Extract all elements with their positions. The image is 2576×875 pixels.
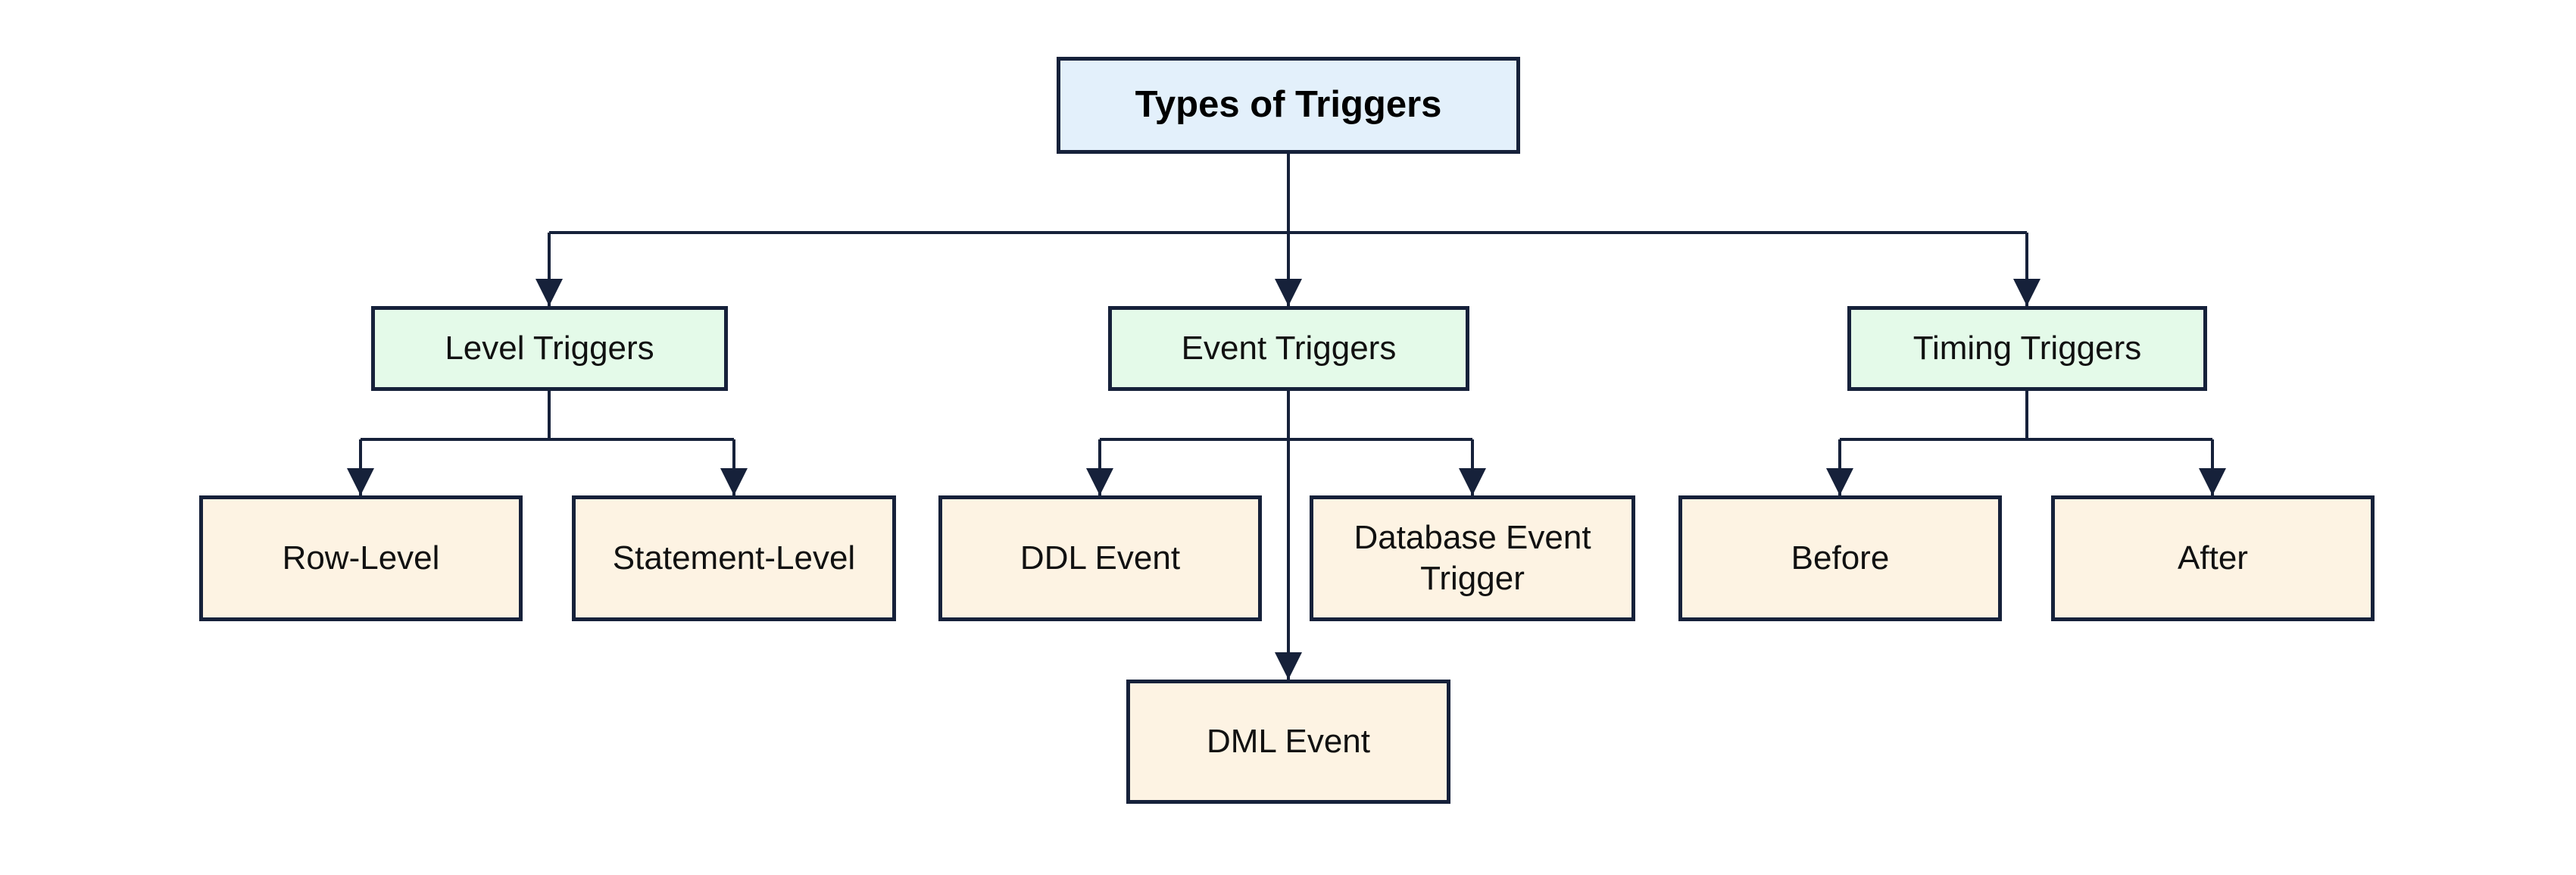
node-statement-level-label: Statement-Level bbox=[612, 539, 856, 577]
node-row-level: Row-Level bbox=[199, 495, 523, 621]
node-row-level-label: Row-Level bbox=[282, 539, 440, 577]
node-before: Before bbox=[1678, 495, 2002, 621]
node-ddl-event: DDL Event bbox=[938, 495, 1262, 621]
node-dml-event-label: DML Event bbox=[1206, 723, 1370, 761]
node-level-triggers: Level Triggers bbox=[371, 306, 728, 391]
node-before-label: Before bbox=[1791, 539, 1890, 577]
node-database-event-trigger: Database Event Trigger bbox=[1310, 495, 1635, 621]
node-after: After bbox=[2051, 495, 2375, 621]
node-timing-triggers-label: Timing Triggers bbox=[1912, 330, 2142, 367]
node-dml-event: DML Event bbox=[1126, 680, 1450, 804]
node-after-label: After bbox=[2178, 539, 2248, 577]
node-event-triggers-label: Event Triggers bbox=[1181, 330, 1397, 367]
node-database-event-trigger-label: Database Event Trigger bbox=[1354, 519, 1591, 597]
node-ddl-event-label: DDL Event bbox=[1019, 539, 1181, 577]
node-timing-triggers: Timing Triggers bbox=[1847, 306, 2207, 391]
node-types-of-triggers-label: Types of Triggers bbox=[1135, 84, 1442, 126]
node-types-of-triggers: Types of Triggers bbox=[1057, 57, 1520, 154]
node-level-triggers-label: Level Triggers bbox=[445, 330, 654, 367]
node-event-triggers: Event Triggers bbox=[1108, 306, 1469, 391]
node-statement-level: Statement-Level bbox=[572, 495, 896, 621]
